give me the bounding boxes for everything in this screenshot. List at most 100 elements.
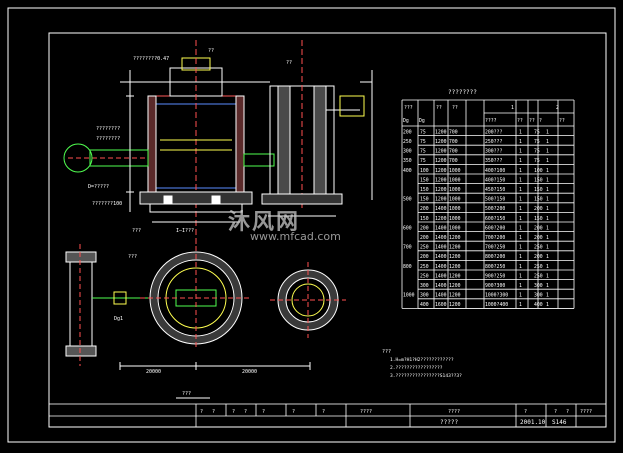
- table-cell: 200: [420, 254, 429, 260]
- table-cell: 800?250: [485, 264, 505, 270]
- title-block: [48, 403, 607, 428]
- table-cell: 1: [519, 273, 522, 279]
- table-cell: 1400: [435, 273, 447, 279]
- notes: ??? 1.H=m?H1?H2???????????? 2.??????????…: [382, 349, 462, 379]
- table-cell: 200: [420, 235, 429, 241]
- table-cell: 150: [534, 197, 543, 203]
- table-cell: 1: [519, 129, 522, 135]
- table-cell: 150: [420, 216, 429, 222]
- table-cell: 1000: [403, 293, 415, 299]
- table-cell: 250: [403, 139, 412, 145]
- table-cell: 350: [403, 158, 412, 164]
- table-cell: 500?150: [485, 197, 505, 203]
- table-cell: 1: [546, 149, 549, 155]
- table-cell: 800: [403, 264, 412, 270]
- title-cell: ?: [566, 409, 569, 415]
- table-cell: 200: [534, 235, 543, 241]
- table-cell: 700: [449, 149, 458, 155]
- table-cell: 1000?300: [485, 293, 508, 299]
- table-cell: 1: [546, 293, 549, 299]
- notes-line: 1.H=m?H1?H2????????????: [390, 357, 454, 363]
- table-head-cell: ????: [485, 118, 497, 124]
- table-cell: 400?150: [485, 177, 505, 183]
- table-cell: 800?200: [485, 254, 505, 260]
- table-cell: 1: [546, 245, 549, 251]
- table-cell: 1200: [435, 216, 447, 222]
- table-cell: 900?250: [485, 273, 505, 279]
- title-cell: ?: [232, 409, 235, 415]
- table-cell: 150: [534, 216, 543, 222]
- table-cell: 1: [546, 197, 549, 203]
- table-cell: 250: [420, 245, 429, 251]
- table-cell: 1: [546, 264, 549, 270]
- table-cell: 450?150: [485, 187, 505, 193]
- table-cell: 1400: [435, 264, 447, 270]
- table-cell: 1000: [449, 206, 461, 212]
- table-cell: 300: [403, 149, 412, 155]
- table-cell: 700: [449, 158, 458, 164]
- table-head-cell: ???: [404, 105, 413, 111]
- table-cell: 1: [519, 264, 522, 270]
- label-pipe-call: ????????: [96, 126, 120, 132]
- table-cell: 200: [534, 225, 543, 231]
- label-plan-call: ???: [128, 254, 137, 260]
- table-cell: 1: [519, 293, 522, 299]
- title-cell: ????: [448, 409, 460, 415]
- table-cell: 600: [403, 225, 412, 231]
- table-cell: 1400: [435, 283, 447, 289]
- table-cell: 1200: [449, 254, 461, 260]
- table-cell: 200???: [485, 129, 502, 135]
- table-cell: 200: [403, 129, 412, 135]
- table-cell: 1200: [435, 197, 447, 203]
- table-cell: 600?150: [485, 216, 505, 222]
- table-cell: 75: [534, 129, 540, 135]
- table-cell: 700: [449, 139, 458, 145]
- table-cell: 200: [420, 225, 429, 231]
- table-head-cell: 2: [556, 105, 559, 111]
- table-cell: 700?200: [485, 235, 505, 241]
- table-head-cell: ??: [559, 118, 565, 124]
- table-cell: 300: [534, 283, 543, 289]
- table-cell: 1: [519, 283, 522, 289]
- table-cell: 600?200: [485, 225, 505, 231]
- watermark-main: 沐风网: [228, 210, 301, 235]
- table-cell: 400?100: [485, 168, 505, 174]
- table-cell: 1200: [449, 235, 461, 241]
- table-head-cell: ??: [436, 105, 442, 111]
- table-cell: 100: [534, 168, 543, 174]
- table-cell: 1200: [435, 187, 447, 193]
- table-cell: 1000: [449, 225, 461, 231]
- title-cell: ?: [322, 409, 325, 415]
- table-cell: 75: [420, 129, 426, 135]
- table-cell: 1: [519, 206, 522, 212]
- table-cell: 1: [546, 168, 549, 174]
- table-head-cell: Dg: [403, 118, 409, 124]
- table-cell: 250: [534, 264, 543, 270]
- table-cell: 1: [519, 139, 522, 145]
- table-cell: 1400: [435, 225, 447, 231]
- table-cell: 1400: [435, 293, 447, 299]
- section-view: [63, 40, 373, 245]
- table-cell: 300: [420, 283, 429, 289]
- table-cell: 1: [546, 139, 549, 145]
- title-cell: ?: [212, 409, 215, 415]
- table-cell: 1000?400: [485, 302, 508, 308]
- table-cell: 1: [519, 149, 522, 155]
- table-cell: 1200: [449, 293, 461, 299]
- outer-border: [7, 7, 616, 443]
- table-cell: 1: [546, 283, 549, 289]
- table-cell: 1200: [435, 158, 447, 164]
- table-cell: 1: [546, 187, 549, 193]
- watermark-url: www.mfcad.com: [250, 230, 341, 243]
- table-cell: 1: [519, 235, 522, 241]
- table-cell: 100: [420, 168, 429, 174]
- label-section-2: I—I???: [176, 228, 194, 234]
- table-cell: 1: [519, 245, 522, 251]
- table-cell: 1000: [449, 216, 461, 222]
- table-cell: 200: [534, 206, 543, 212]
- table-cell: 1400: [435, 235, 447, 241]
- table-cell: 1: [546, 177, 549, 183]
- table-cell: 1: [546, 235, 549, 241]
